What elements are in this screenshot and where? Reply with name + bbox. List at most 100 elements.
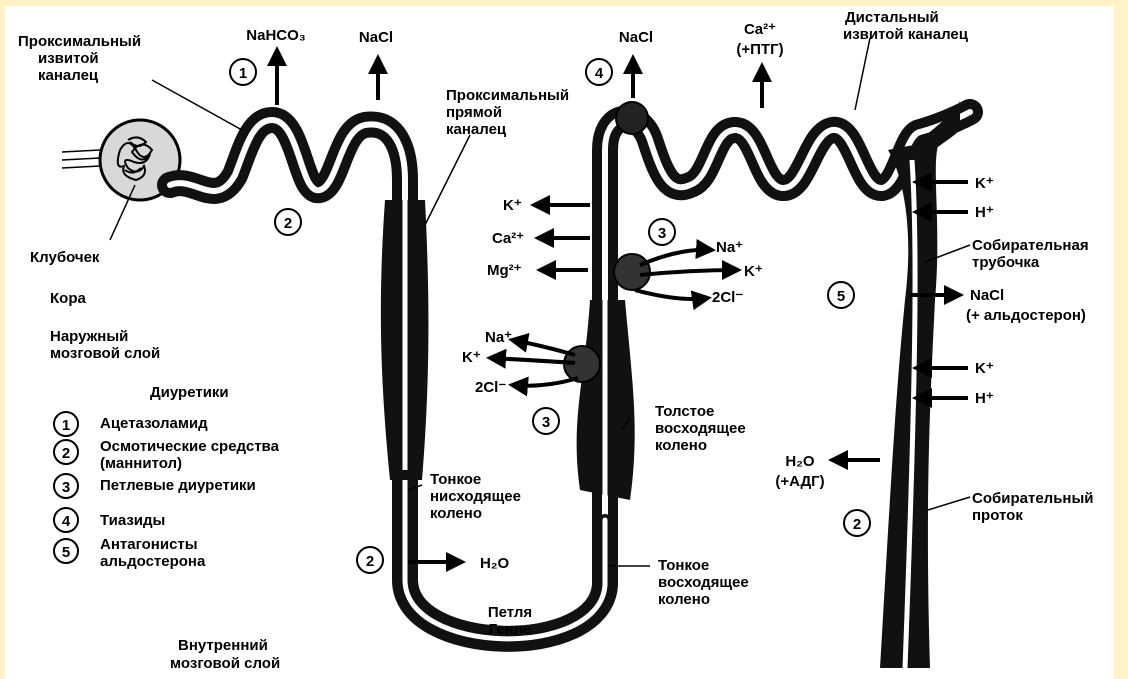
ion-nahco3: NaHCO₃ bbox=[246, 27, 306, 44]
svg-text:колено: колено bbox=[655, 437, 707, 454]
ion-ca-ptg-1: Ca²⁺ bbox=[744, 21, 776, 38]
svg-text:альдостерона: альдостерона bbox=[100, 553, 206, 570]
ion-h-collect-1: H⁺ bbox=[975, 204, 994, 221]
marker-loop-3-upper: 3 bbox=[649, 219, 675, 245]
label-collecting-duct: Собирательный проток bbox=[972, 490, 1094, 524]
ion-h-collect-2: H⁺ bbox=[975, 390, 994, 407]
label-loop-henle: Петля Генле bbox=[488, 604, 532, 638]
ion-na-in-lower: Na⁺ bbox=[485, 329, 512, 346]
arrow-cl-in-lower bbox=[512, 378, 578, 386]
label-proximal-convoluted: Проксимальный извитой каналец bbox=[18, 33, 141, 84]
ion-k-collect-1: K⁺ bbox=[975, 175, 994, 192]
svg-text:Проксимальный: Проксимальный bbox=[446, 87, 569, 104]
ion-h2o-adg-1: H₂O bbox=[785, 453, 814, 470]
loop-transporter-upper bbox=[614, 254, 650, 290]
label-thin-descending: Тонкое нисходящее колено bbox=[430, 471, 521, 522]
label-thick-ascending: Толстое восходящее колено bbox=[655, 403, 746, 454]
pointer-proximal-straight bbox=[425, 135, 470, 225]
pointer-proximal-convoluted bbox=[152, 80, 242, 130]
svg-text:извитой каналец: извитой каналец bbox=[843, 26, 969, 43]
svg-text:Тонкое: Тонкое bbox=[430, 471, 481, 488]
arrow-cl-in-upper bbox=[635, 290, 708, 299]
svg-text:колено: колено bbox=[658, 591, 710, 608]
ion-nacl-proximal: NaCl bbox=[359, 29, 393, 46]
svg-text:восходящее: восходящее bbox=[658, 574, 749, 591]
legend-item-5: 5 Антагонисты альдостерона bbox=[54, 536, 206, 570]
svg-text:каналец: каналец bbox=[446, 121, 507, 138]
svg-text:Антагонисты: Антагонисты bbox=[100, 536, 198, 553]
svg-text:Дистальный: Дистальный bbox=[845, 9, 939, 26]
svg-text:восходящее: восходящее bbox=[655, 420, 746, 437]
marker-loop-3-lower: 3 bbox=[533, 408, 559, 434]
marker-distal-4: 4 bbox=[586, 59, 612, 85]
pointer-distal bbox=[855, 38, 870, 110]
svg-text:трубочка: трубочка bbox=[972, 254, 1040, 271]
legend-item-3: 3 Петлевые диуретики bbox=[54, 474, 256, 498]
label-thin-ascending: Тонкое восходящее колено bbox=[658, 557, 749, 608]
marker-descending-2: 2 bbox=[357, 547, 383, 573]
label-distal-convoluted: Дистальный извитой каналец bbox=[843, 9, 969, 43]
ion-nacl-collect-2: (+ альдостерон) bbox=[966, 307, 1086, 324]
ion-ca-loop: Ca²⁺ bbox=[492, 230, 524, 247]
ion-mg-loop: Mg²⁺ bbox=[487, 262, 522, 279]
svg-text:Петлевые диуретики: Петлевые диуретики bbox=[100, 477, 256, 494]
svg-text:Ацетазоламид: Ацетазоламид bbox=[100, 415, 208, 432]
arrow-na-in-upper bbox=[640, 250, 712, 265]
svg-text:Внутренний: Внутренний bbox=[178, 637, 268, 654]
ion-ca-ptg-2: (+ПТГ) bbox=[736, 41, 783, 58]
svg-text:4: 4 bbox=[62, 513, 71, 530]
pointer-collecting-duct bbox=[928, 497, 970, 510]
distal-transporter bbox=[616, 102, 648, 134]
legend: Диуретики 1 Ацетазоламид 2 Осмотические … bbox=[54, 384, 280, 570]
svg-text:колено: колено bbox=[430, 505, 482, 522]
svg-text:мозговой слой: мозговой слой bbox=[50, 345, 160, 362]
svg-text:(маннитол): (маннитол) bbox=[100, 455, 182, 472]
svg-text:2: 2 bbox=[366, 553, 374, 570]
svg-text:проток: проток bbox=[972, 507, 1023, 524]
label-outer-medulla: Наружный мозговой слой bbox=[50, 328, 160, 362]
ion-k-collect-2: K⁺ bbox=[975, 360, 994, 377]
ion-na-in-upper: Na⁺ bbox=[716, 239, 743, 256]
label-inner-medulla: Внутренний мозговой слой bbox=[170, 637, 280, 672]
marker-collecting-5: 5 bbox=[828, 282, 854, 308]
svg-text:5: 5 bbox=[62, 544, 70, 561]
arrow-k-in-upper bbox=[640, 270, 738, 275]
svg-text:Осмотические средства: Осмотические средства bbox=[100, 438, 280, 455]
svg-text:5: 5 bbox=[837, 288, 845, 305]
svg-text:1: 1 bbox=[239, 65, 247, 82]
ion-h2o-adg-2: (+АДГ) bbox=[775, 473, 824, 490]
svg-text:4: 4 bbox=[595, 65, 604, 82]
arrow-k-in-lower bbox=[490, 358, 575, 363]
legend-item-4: 4 Тиазиды bbox=[54, 508, 165, 532]
ion-nacl-distal: NaCl bbox=[619, 29, 653, 46]
ion-nacl-collect-1: NaCl bbox=[970, 287, 1004, 304]
svg-text:Проксимальный: Проксимальный bbox=[18, 33, 141, 50]
label-collecting-tubule: Собирательная трубочка bbox=[972, 237, 1089, 271]
svg-text:3: 3 bbox=[542, 414, 550, 431]
label-glomerulus: Клубочек bbox=[30, 249, 100, 266]
marker-proximal-1: 1 bbox=[230, 59, 256, 85]
svg-text:нисходящее: нисходящее bbox=[430, 488, 521, 505]
legend-item-2: 2 Осмотические средства (маннитол) bbox=[54, 438, 280, 472]
svg-text:каналец: каналец bbox=[38, 67, 99, 84]
marker-duct-2: 2 bbox=[844, 510, 870, 536]
svg-text:3: 3 bbox=[658, 225, 666, 242]
svg-text:прямой: прямой bbox=[446, 104, 502, 121]
svg-text:Собирательный: Собирательный bbox=[972, 490, 1094, 507]
svg-text:Толстое: Толстое bbox=[655, 403, 714, 420]
svg-text:Наружный: Наружный bbox=[50, 328, 128, 345]
svg-text:2: 2 bbox=[853, 516, 861, 533]
marker-proximal-2: 2 bbox=[275, 209, 301, 235]
ion-cl-in-lower: 2Cl⁻ bbox=[475, 379, 506, 396]
svg-text:2: 2 bbox=[284, 215, 292, 232]
ion-k-in-upper: K⁺ bbox=[744, 263, 763, 280]
svg-text:Тиазиды: Тиазиды bbox=[100, 512, 165, 529]
label-cortex: Кора bbox=[50, 290, 86, 307]
ion-h2o-loop: H₂O bbox=[480, 555, 509, 572]
legend-title: Диуретики bbox=[150, 384, 229, 401]
svg-text:Собирательная: Собирательная bbox=[972, 237, 1089, 254]
svg-text:3: 3 bbox=[62, 479, 70, 496]
ion-k-in-lower: K⁺ bbox=[462, 349, 481, 366]
